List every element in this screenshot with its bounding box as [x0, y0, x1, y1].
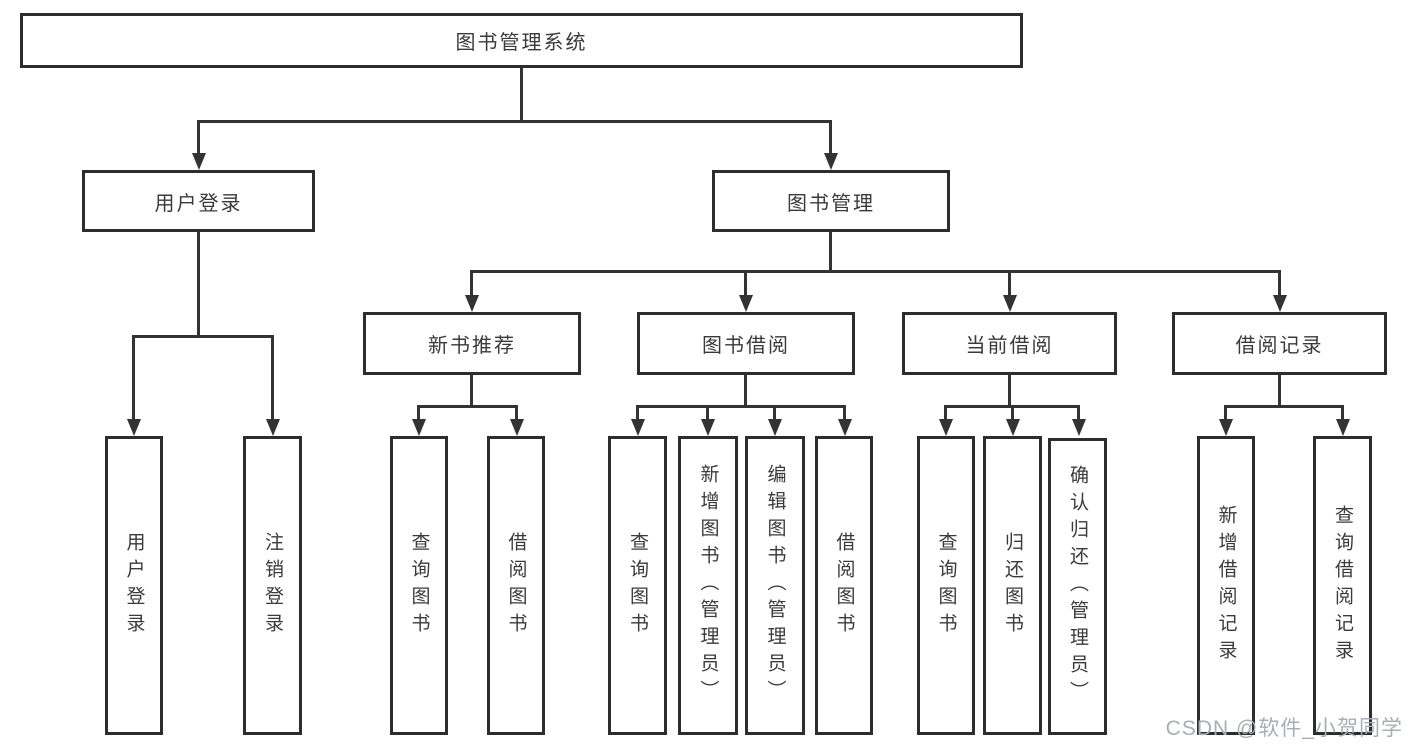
connector-line — [1278, 270, 1281, 298]
connector-line — [1008, 375, 1011, 408]
node-root: 图书管理系统 — [20, 13, 1023, 68]
node-user-login: 用户登录 — [82, 170, 315, 232]
arrowhead-icon — [127, 419, 141, 436]
connector-line — [132, 335, 135, 422]
arrowhead-icon — [838, 419, 852, 436]
connector-line — [636, 405, 846, 408]
arrowhead-icon — [939, 419, 953, 436]
leaf-nb-borrow-books-label: 借阅图书 — [505, 531, 527, 640]
leaf-cb-confirm-return-admin: 确认归还（管理员） — [1048, 438, 1107, 735]
arrowhead-icon — [412, 419, 426, 436]
arrowhead-icon — [824, 153, 838, 170]
connector-line — [773, 405, 776, 422]
leaf-bb-query-books: 查询图书 — [608, 436, 667, 735]
leaf-cb-query-books-label: 查询图书 — [935, 531, 957, 640]
connector-line — [520, 68, 523, 120]
connector-line — [1341, 405, 1344, 422]
connector-line — [706, 405, 709, 422]
leaf-cb-confirm-return-admin-label: 确认归还（管理员） — [1067, 465, 1088, 708]
leaf-br-query-record: 查询借阅记录 — [1313, 436, 1372, 735]
arrowhead-icon — [1219, 419, 1233, 436]
node-book-management-label: 图书管理 — [787, 192, 875, 215]
connector-line — [1224, 405, 1344, 408]
arrowhead-icon — [631, 419, 645, 436]
connector-line — [1278, 375, 1281, 408]
arrowhead-icon — [1003, 295, 1017, 312]
leaf-bb-add-books-admin: 新增图书（管理员） — [678, 436, 738, 735]
connector-line — [843, 405, 846, 422]
arrowhead-icon — [1006, 419, 1020, 436]
arrowhead-icon — [510, 419, 524, 436]
leaf-user-login-label: 用户登录 — [123, 531, 145, 640]
connector-line — [132, 335, 274, 338]
node-book-borrowing: 图书借阅 — [637, 312, 855, 375]
connector-line — [271, 335, 274, 422]
leaf-user-login: 用户登录 — [105, 436, 163, 735]
arrowhead-icon — [701, 419, 715, 436]
connector-line — [1011, 405, 1014, 422]
leaf-br-query-record-label: 查询借阅记录 — [1332, 504, 1353, 667]
arrowhead-icon — [465, 295, 479, 312]
arrowhead-icon — [1273, 295, 1287, 312]
connector-line — [829, 232, 832, 270]
node-new-book-recommendation: 新书推荐 — [363, 312, 581, 375]
leaf-bb-edit-books-admin-label: 编辑图书（管理员） — [764, 464, 786, 707]
node-book-management: 图书管理 — [712, 170, 950, 232]
connector-line — [1224, 405, 1227, 422]
arrowhead-icon — [1336, 419, 1350, 436]
connector-line — [744, 375, 747, 408]
leaf-nb-borrow-books: 借阅图书 — [487, 436, 545, 735]
connector-line — [197, 120, 200, 158]
node-current-borrowing: 当前借阅 — [902, 312, 1117, 375]
connector-line — [417, 405, 518, 408]
leaf-nb-query-books: 查询图书 — [390, 436, 448, 735]
leaf-cb-return-books-label: 归还图书 — [1002, 531, 1023, 640]
node-current-borrowing-label: 当前借阅 — [965, 335, 1054, 357]
connector-line — [470, 375, 473, 408]
connector-line — [1077, 405, 1080, 422]
leaf-bb-add-books-admin-label: 新增图书（管理员） — [697, 464, 719, 707]
connector-line — [744, 270, 747, 298]
leaf-bb-borrow-books-label: 借阅图书 — [833, 531, 855, 640]
csdn-watermark: CSDN @软件_小贺同学 — [1165, 717, 1403, 740]
node-borrowing-records: 借阅记录 — [1172, 312, 1387, 375]
node-root-label: 图书管理系统 — [455, 32, 588, 54]
leaf-logout: 注销登录 — [243, 436, 302, 735]
leaf-bb-query-books-label: 查询图书 — [627, 531, 648, 640]
leaf-br-add-record: 新增借阅记录 — [1197, 436, 1255, 735]
leaf-nb-query-books-label: 查询图书 — [408, 531, 430, 640]
arrowhead-icon — [1072, 419, 1086, 436]
node-new-book-recommendation-label: 新书推荐 — [428, 335, 516, 357]
connector-line — [197, 120, 832, 123]
arrowhead-icon — [192, 153, 206, 170]
connector-line — [515, 405, 518, 422]
leaf-bb-edit-books-admin: 编辑图书（管理员） — [745, 436, 805, 735]
leaf-br-add-record-label: 新增借阅记录 — [1215, 504, 1237, 667]
leaf-logout-label: 注销登录 — [262, 531, 283, 640]
arrowhead-icon — [768, 419, 782, 436]
connector-line — [417, 405, 420, 422]
leaf-bb-borrow-books: 借阅图书 — [815, 436, 873, 735]
connector-line — [1008, 270, 1011, 298]
node-user-login-label: 用户登录 — [154, 192, 243, 215]
connector-line — [829, 120, 832, 158]
connector-line — [470, 270, 1281, 273]
node-book-borrowing-label: 图书借阅 — [702, 335, 790, 357]
arrowhead-icon — [266, 419, 280, 436]
arrowhead-icon — [739, 295, 753, 312]
node-borrowing-records-label: 借阅记录 — [1235, 335, 1324, 357]
leaf-cb-return-books: 归还图书 — [983, 436, 1042, 735]
connector-line — [944, 405, 947, 422]
connector-line — [636, 405, 639, 422]
leaf-cb-query-books: 查询图书 — [917, 436, 975, 735]
connector-line — [470, 270, 473, 298]
connector-line — [197, 232, 200, 338]
